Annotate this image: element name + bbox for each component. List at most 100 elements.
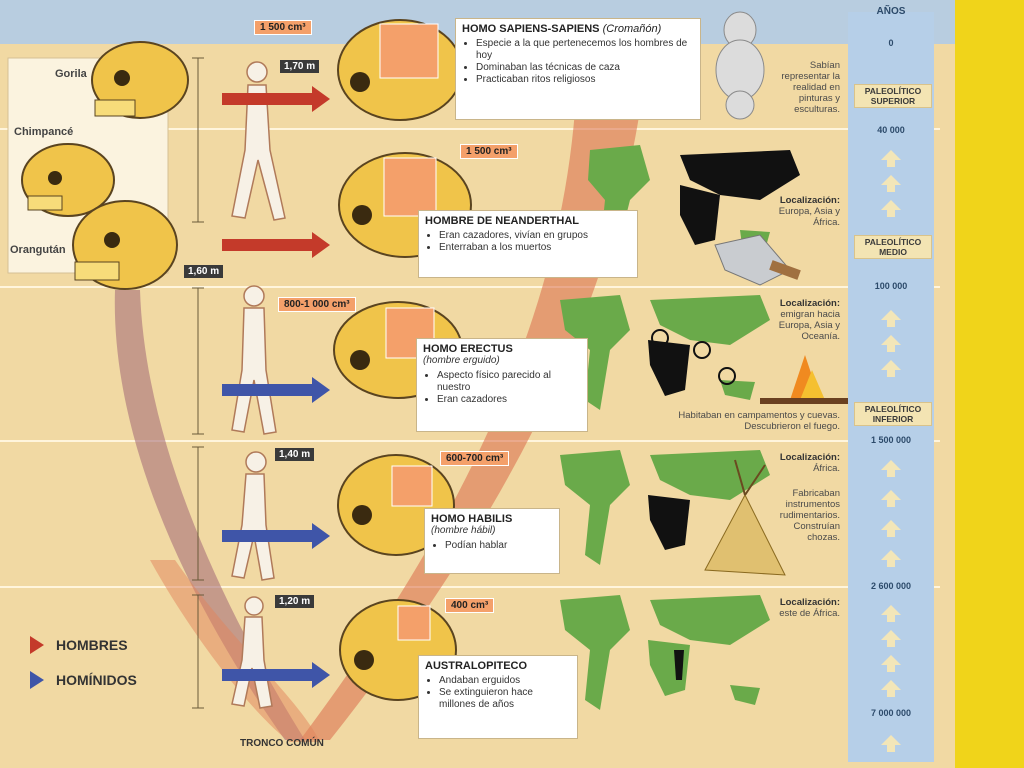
timeline-tick: 1 500 000: [850, 435, 932, 445]
localization-title: Localización:: [779, 597, 840, 608]
orangutan-skull-icon: [72, 200, 178, 290]
height-badge: 1,60 m: [184, 265, 224, 278]
up-arrow-icon: [881, 630, 901, 647]
up-arrow-icon: [881, 520, 901, 537]
up-arrow-icon: [881, 490, 901, 507]
sapiens-skull-icon: [337, 19, 463, 121]
gorilla-label: Gorila: [55, 68, 87, 80]
campfire-icon: [760, 355, 850, 404]
species-card-sapiens: HOMO SAPIENS-SAPIENS (Cromañón) Especie …: [455, 18, 701, 120]
stone-tool-icon: [714, 234, 801, 286]
chimpanzee-skull-icon: [21, 143, 115, 217]
height-badge: 1,20 m: [275, 595, 315, 608]
hombres-arrow: [222, 86, 330, 112]
brain-volume-badge: 1 500 cm³: [254, 20, 312, 35]
up-arrow-icon: [881, 680, 901, 697]
species-note: Sabían representar la realidad en pintur…: [781, 60, 840, 115]
height-badge: 1,40 m: [275, 448, 315, 461]
trunk-band: [150, 560, 320, 742]
up-arrow-icon: [881, 605, 901, 622]
illustration-layer: [7, 11, 850, 742]
up-arrow-icon: [881, 360, 901, 377]
era-label: PALEOLÍTICO INFERIOR: [854, 402, 932, 426]
species-subtitle: (hombre erguido): [423, 355, 500, 366]
localization-text: África.: [813, 463, 840, 474]
up-arrow-icon: [881, 200, 901, 217]
trunk-label: TRONCO COMÚN: [240, 738, 324, 749]
ape-lineage-band: [114, 290, 305, 740]
hominidos-legend-arrow: [30, 671, 44, 689]
hombres-legend-arrow: [30, 636, 44, 654]
migration-ring: [718, 367, 736, 385]
species-card-neanderthal: HOMBRE DE NEANDERTHAL Eran cazadores, vi…: [418, 210, 638, 278]
species-fact: Enterraban a los muertos: [439, 242, 631, 254]
localization-block: Localización: África.: [760, 452, 840, 474]
up-arrow-icon: [881, 175, 901, 192]
localization-block: Localización: emigran hacia Europa, Asia…: [758, 298, 840, 342]
orangutan-label: Orangután: [10, 244, 66, 256]
legend-hombres: HOMBRES: [56, 637, 128, 653]
localization-title: Localización:: [779, 298, 840, 309]
yellow-side-strip: [955, 0, 1024, 768]
erectus-figure-icon: [231, 285, 277, 435]
up-arrow-icon: [881, 150, 901, 167]
migration-ring: [693, 341, 711, 359]
up-arrow-icon: [881, 460, 901, 477]
hut-icon: [704, 459, 786, 576]
sapiens-figure-icon: [231, 61, 286, 221]
up-arrow-icon: [881, 335, 901, 352]
world-map-habilis-icon: [560, 450, 770, 565]
australopithecus-figure-icon: [231, 596, 273, 709]
hominidos-arrow: [222, 662, 330, 688]
localization-title: Localización:: [779, 195, 840, 206]
chimpanzee-label: Chimpancé: [14, 126, 74, 138]
gorilla-skull-icon: [91, 41, 189, 119]
species-note: Fabricaban instrumentos rudimentarios. C…: [779, 488, 840, 543]
species-fact: Podían hablar: [445, 540, 553, 552]
localization-text: emigran hacia Europa, Asia y Oceanía.: [778, 309, 840, 342]
species-card-australopithecus: AUSTRALOPITECO Andaban erguidos Se extin…: [418, 655, 578, 739]
species-title: HOMO ERECTUS: [423, 343, 513, 355]
species-fact: Andaban erguidos: [439, 675, 571, 687]
row-separator: [0, 286, 940, 288]
up-arrow-icon: [881, 310, 901, 327]
localization-title: Localización:: [779, 452, 840, 463]
hombres-arrow: [222, 232, 330, 258]
era-label: PALEOLÍTICO MEDIO: [854, 235, 932, 259]
species-title: HOMBRE DE NEANDERTHAL: [425, 215, 579, 227]
species-fact: Eran cazadores: [437, 394, 581, 406]
timeline-tick: 0: [850, 38, 932, 48]
era-label: PALEOLÍTICO SUPERIOR: [854, 84, 932, 108]
migration-ring: [651, 329, 669, 347]
hominidos-arrow: [222, 377, 330, 403]
species-title: HOMO HABILIS: [431, 513, 513, 525]
years-header: AÑOS: [876, 6, 906, 17]
up-arrow-icon: [881, 655, 901, 672]
species-fact: Eran cazadores, vivían en grupos: [439, 230, 631, 242]
species-note: Habitaban en campamentos y cuevas. Descu…: [678, 410, 840, 432]
localization-block: Localización: este de África.: [760, 597, 840, 619]
hominidos-arrow: [222, 523, 330, 549]
species-fact: Practicaban ritos religiosos: [476, 74, 694, 86]
legend-hominidos: HOMÍNIDOS: [56, 672, 137, 688]
row-separator: [0, 440, 940, 442]
world-map-erectus-icon: [560, 295, 770, 410]
venus-figurine-icon: [715, 11, 765, 120]
row-separator: [0, 128, 940, 130]
species-card-habilis: HOMO HABILIS (hombre hábil) Podían habla…: [424, 508, 560, 574]
species-fact: Aspecto físico parecido al nuestro: [437, 370, 581, 394]
habilis-figure-icon: [231, 451, 275, 581]
height-badge: 1,70 m: [280, 60, 320, 73]
species-fact: Especie a la que pertenecemos los hombre…: [476, 38, 694, 62]
brain-volume-badge: 600-700 cm³: [440, 451, 510, 466]
localization-block: Localización: Europa, Asia y África.: [760, 195, 840, 228]
row-separator: [0, 586, 940, 588]
species-fact: Dominaban las técnicas de caza: [476, 62, 694, 74]
up-arrow-icon: [881, 550, 901, 567]
localization-text: Europa, Asia y África.: [778, 206, 840, 228]
species-title: HOMO SAPIENS-SAPIENS: [462, 23, 600, 35]
species-title: AUSTRALOPITECO: [425, 660, 528, 672]
timeline-tick: 7 000 000: [850, 708, 932, 718]
timeline-tick: 40 000: [850, 125, 932, 135]
